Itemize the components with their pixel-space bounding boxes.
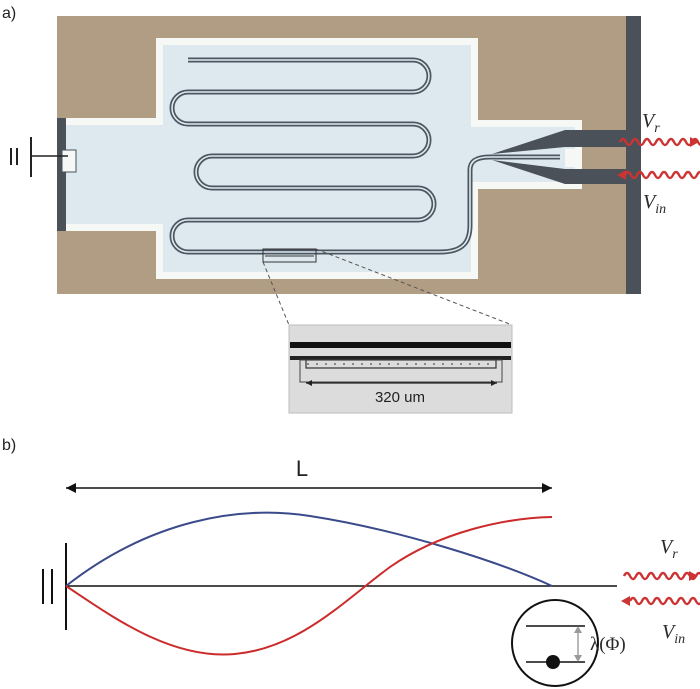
mode-blue-curve [65, 511, 553, 587]
coupler-taper-bottom [492, 160, 626, 184]
length-arrow [66, 483, 552, 493]
wave-arrow-left-b-icon [621, 596, 700, 606]
zoom-projection-lines [262, 248, 513, 326]
wave-arrow-right-b-icon [622, 571, 700, 581]
mode-red-curve [65, 516, 553, 656]
two-level-system-icon [511, 599, 599, 687]
coupler-gap [565, 149, 579, 167]
inset-scale-label: 320 um [375, 389, 425, 406]
v-in-label-a: Vin [643, 191, 666, 217]
inset-micrograph: 320 um [288, 324, 513, 414]
feedline [626, 16, 641, 294]
panel-b-label: b) [2, 437, 16, 454]
panel-a-label: a) [2, 5, 16, 22]
meander-resonator-center [171, 59, 560, 253]
length-label: L [296, 456, 308, 481]
zoom-region-marker [262, 248, 317, 263]
v-in-label-b: Vin [662, 621, 685, 647]
coupler-taper-top [492, 130, 626, 154]
ground-symbol-icon [10, 137, 68, 177]
device-micrograph [57, 16, 641, 294]
wave-arrow-right-icon [618, 137, 700, 147]
ground-pad-gap [61, 149, 77, 173]
v-r-label-a: Vr [642, 110, 660, 136]
wave-arrow-left-icon [617, 170, 700, 180]
ground-symbol-b-icon [42, 543, 67, 630]
lambda-label: λ(Φ) [590, 634, 626, 655]
v-r-label-b: Vr [660, 536, 678, 562]
ground-pad [57, 118, 66, 231]
